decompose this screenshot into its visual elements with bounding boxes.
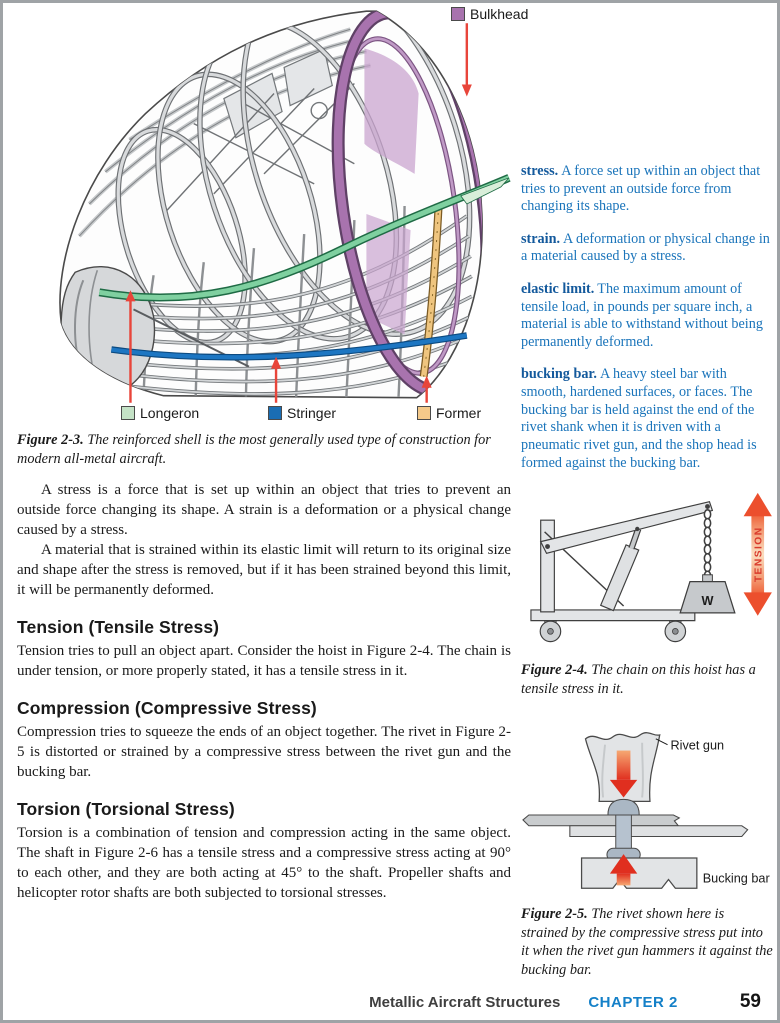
- former-swatch-icon: [417, 406, 431, 420]
- hoist-boom: [539, 500, 714, 555]
- paragraph-stress-strain: A stress is a force that is set up withi…: [17, 482, 511, 538]
- paragraph-elastic-limit: A material that is strained within its e…: [17, 541, 511, 598]
- rivet-head: [607, 798, 640, 816]
- figure-caption-text: The rivet shown here is strained by the …: [521, 906, 773, 978]
- definition-stress: stress.A force set up within an object t…: [521, 163, 773, 216]
- rivet-shank: [615, 810, 632, 855]
- stringer-band: [110, 332, 468, 361]
- tension-arrow-icon: TENSION: [743, 492, 772, 616]
- figure-caption-text: The chain on this hoist has a tensile st…: [521, 662, 756, 697]
- definition-term: bucking bar.: [521, 366, 597, 383]
- rivet-gun-label: Rivet gun: [670, 739, 724, 753]
- figure-2-3-illustration: Longeron Stringer Former Bulkhead: [13, 3, 528, 421]
- legend-item-stringer: Stringer: [268, 405, 336, 421]
- bucking-bar: [580, 857, 698, 889]
- legend-item-longeron: Longeron: [121, 405, 199, 421]
- hydraulic-cylinder: [599, 544, 640, 612]
- paragraph-torsion: Torsion is a combination of tension and …: [17, 825, 511, 901]
- heading-compression: Compression (Compressive Stress): [17, 697, 317, 718]
- figure-caption-label: Figure 2-5.: [521, 906, 588, 922]
- legend-label: Bulkhead: [470, 6, 529, 22]
- definition-bucking-bar: bucking bar.A heavy steel bar with smoot…: [521, 366, 773, 472]
- paragraph-compression: Compression tries to squeeze the ends of…: [17, 724, 511, 780]
- glossary-sidebar: stress.A force set up within an object t…: [521, 163, 773, 487]
- legend-label: Former: [436, 405, 482, 421]
- hoist-base: [530, 609, 696, 622]
- definition-term: elastic limit.: [521, 281, 595, 298]
- figure-caption-text: The reinforced shell is the most general…: [17, 432, 491, 467]
- definition-strain: strain.A deformation or physical change …: [521, 231, 773, 266]
- rivet-drawing: Rivet gun Bucking bar: [522, 732, 771, 889]
- pointer-arrows: [125, 23, 472, 403]
- fuselage-structure-drawing: [59, 10, 511, 403]
- legend-label: Stringer: [287, 405, 337, 421]
- legend-item-bulkhead: Bulkhead: [451, 6, 528, 22]
- paragraph-tension: Tension tries to pull an object apart. C…: [17, 642, 511, 679]
- figure-2-4-caption: Figure 2-4. The chain on this hoist has …: [521, 661, 773, 698]
- definition-elastic-limit: elastic limit.The maximum amount of tens…: [521, 281, 773, 351]
- figure-caption-label: Figure 2-4.: [521, 662, 588, 678]
- definition-text: A deformation or physical change in a ma…: [521, 230, 770, 265]
- figure-2-3-caption: Figure 2-3. The reinforced shell is the …: [17, 431, 503, 468]
- page-footer: Metallic Aircraft Structures CHAPTER 2 5…: [369, 991, 761, 1013]
- heading-tension: Tension (Tensile Stress): [17, 616, 220, 637]
- longeron-band: [98, 174, 511, 302]
- body-column: A stress is a force that is set up withi…: [17, 481, 511, 904]
- definition-term: stress.: [521, 163, 559, 179]
- figure-caption-label: Figure 2-3.: [17, 432, 84, 448]
- definition-text: A heavy steel bar with smooth, hardened …: [521, 366, 757, 471]
- legend-label: Longeron: [140, 405, 200, 421]
- sheet-metal-upper: [522, 814, 681, 827]
- bulkhead-swatch-icon: [451, 7, 465, 21]
- tension-label: TENSION: [754, 526, 765, 582]
- figure-2-4-illustration: W TENSION: [521, 487, 775, 647]
- former-band: [419, 203, 443, 378]
- chain: [703, 509, 712, 582]
- definition-text: The maximum amount of tensile load, in p…: [521, 281, 763, 350]
- longeron-swatch-icon: [121, 406, 135, 420]
- weight-label: W: [702, 594, 714, 608]
- weight: [679, 580, 736, 614]
- compression-arrow-down-icon: [609, 750, 638, 798]
- footer-chapter: CHAPTER 2: [588, 994, 678, 1011]
- definition-term: strain.: [521, 230, 561, 247]
- stringer-swatch-icon: [268, 406, 282, 420]
- legend-item-former: Former: [417, 405, 481, 421]
- figure-2-5-caption: Figure 2-5. The rivet shown here is stra…: [521, 905, 773, 979]
- heading-torsion: Torsion (Torsional Stress): [17, 798, 235, 819]
- footer-book-title: Metallic Aircraft Structures: [369, 994, 561, 1011]
- compression-arrow-up-icon: [609, 854, 638, 886]
- footer-page-number: 59: [739, 991, 761, 1012]
- sheet-metal-lower: [569, 825, 749, 838]
- definition-text: A force set up within an object that tri…: [521, 163, 761, 215]
- hoist-drawing: W TENSION: [530, 492, 772, 643]
- figure-2-5-illustration: Rivet gun Bucking bar: [521, 729, 775, 905]
- bucking-bar-label: Bucking bar: [703, 871, 771, 885]
